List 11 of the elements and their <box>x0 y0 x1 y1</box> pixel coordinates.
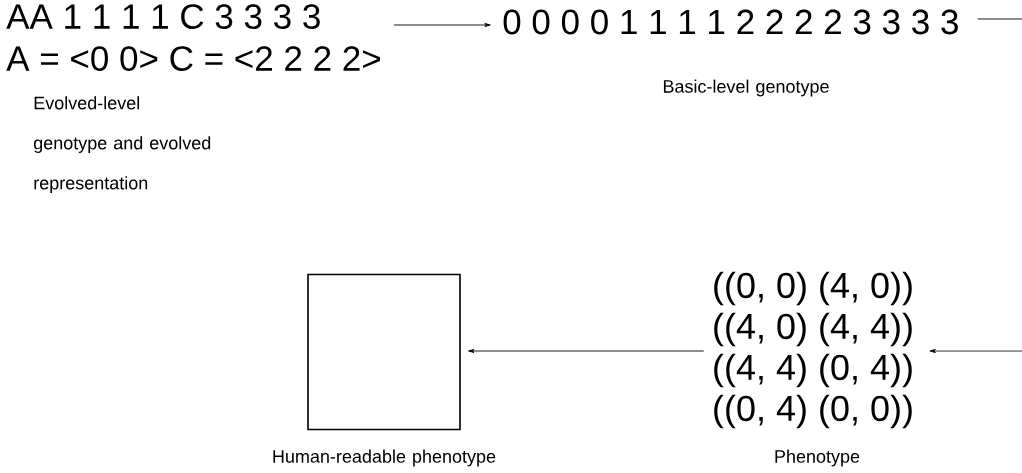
phenotype-text: ((0, 0) (4, 0)) ((4, 0) (4, 4)) ((4, 4) (0, 4)) ((0, 4) (0, 0)) <box>714 271 912 429</box>
genotype-text: AA 1 1 1 1 C 3 3 3 3 A = <0 0> C = <2 2 2 2> <box>6 4 380 71</box>
arrow <box>468 349 705 353</box>
square <box>307 273 461 431</box>
node-label: Basic-level genotype <box>663 79 829 97</box>
arrow <box>929 349 1022 353</box>
node-label: Phenotype <box>775 449 860 467</box>
arrow <box>393 23 491 27</box>
node-label: Human-readable phenotype <box>273 449 496 467</box>
genotype-text: 0 0 0 0 1 1 1 1 2 2 2 2 3 3 3 3 <box>503 9 958 35</box>
node-label: Evolved-level genotype and evolved representation <box>33 96 211 193</box>
